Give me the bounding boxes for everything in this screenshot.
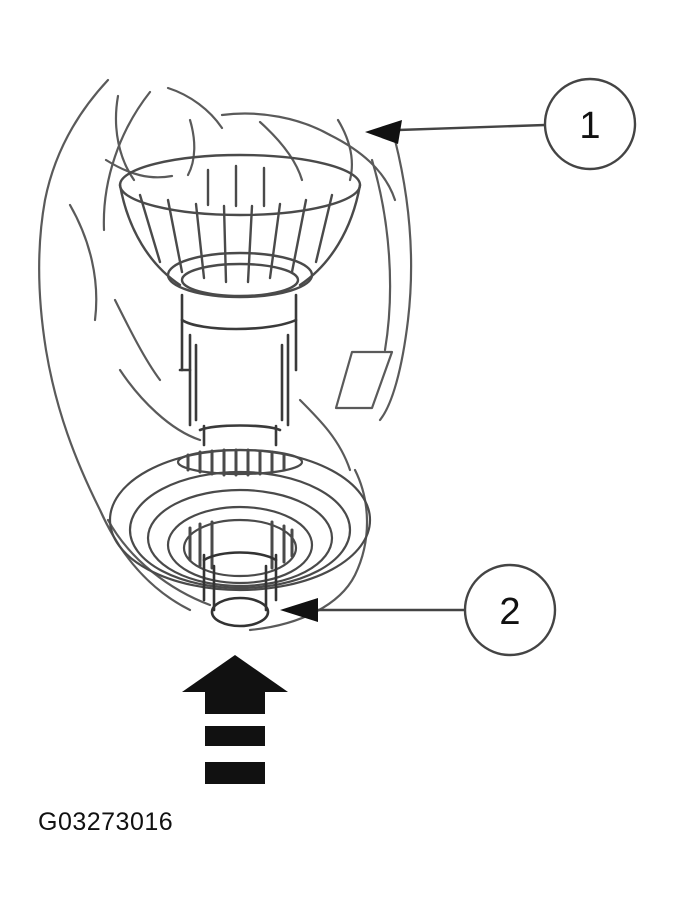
bevel-gear bbox=[118, 153, 362, 299]
callout-2-circle: 2 bbox=[463, 563, 557, 657]
figure-code: G03273016 bbox=[38, 808, 174, 836]
callout-2-leader bbox=[280, 598, 464, 622]
callout-2-number: 2 bbox=[499, 591, 520, 633]
callout-1-number: 1 bbox=[579, 105, 600, 147]
callout-1-leader bbox=[365, 120, 546, 144]
shaft bbox=[178, 293, 298, 447]
bearing-assembly bbox=[108, 448, 372, 592]
press-direction-arrow-icon bbox=[182, 655, 288, 784]
callout-1-circle: 1 bbox=[543, 77, 637, 171]
shaft-end bbox=[202, 551, 278, 628]
housing-outline bbox=[37, 78, 413, 632]
